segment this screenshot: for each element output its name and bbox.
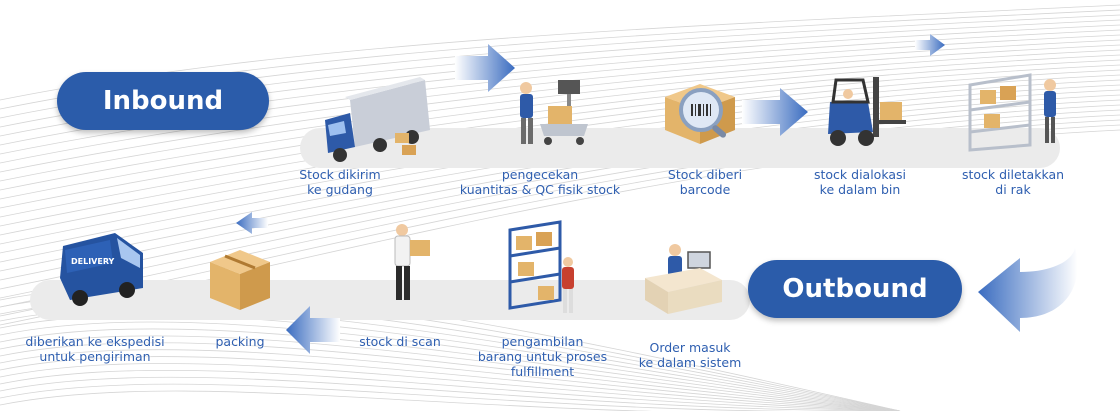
- cargo-truck-icon: [325, 77, 430, 162]
- storage-rack-icon: [968, 73, 1056, 152]
- packing-box-icon: [210, 250, 270, 310]
- outbound-pill: Outbound: [748, 260, 962, 318]
- inbound-pill: Inbound: [57, 72, 269, 130]
- arrow-right-icon: [742, 88, 808, 136]
- barcode-box-icon: [665, 84, 735, 144]
- arrow-right-icon: [455, 44, 515, 92]
- inbound-step-4-caption: stock dialokasi ke dalam bin: [814, 167, 906, 197]
- outbound-track: [30, 280, 750, 320]
- arrow-right-icon: [915, 34, 945, 56]
- outbound-step-5-caption: diberikan ke ekspedisi untuk pengiriman: [25, 334, 165, 364]
- outbound-step-4-caption: packing: [215, 334, 265, 349]
- curved-return-arrow-icon: [978, 248, 1078, 332]
- order-desk-icon: [645, 244, 722, 314]
- delivery-van-icon: DELIVERY: [60, 233, 143, 306]
- outbound-step-3-caption: stock di scan: [359, 334, 441, 349]
- forklift-icon: [828, 77, 906, 146]
- picking-shelf-icon: [508, 220, 574, 313]
- inbound-step-1-caption: Stock dikirim ke gudang: [299, 167, 381, 197]
- van-logo-text: DELIVERY: [71, 257, 115, 266]
- inbound-step-5-caption: stock diletakkan di rak: [961, 167, 1065, 197]
- arrow-left-icon: [286, 306, 340, 354]
- scanning-worker-icon: [394, 224, 430, 300]
- inbound-step-2-caption: pengecekan kuantitas & QC fisik stock: [459, 167, 621, 197]
- arrow-left-icon: [236, 212, 268, 234]
- inbound-step-3-caption: Stock diberi barcode: [667, 167, 743, 197]
- outbound-step-1-caption: Order masuk ke dalam sistem: [638, 340, 742, 370]
- outbound-step-2-caption: pengambilan barang untuk proses fulfillm…: [477, 334, 608, 379]
- quality-check-worker-icon: [520, 80, 588, 145]
